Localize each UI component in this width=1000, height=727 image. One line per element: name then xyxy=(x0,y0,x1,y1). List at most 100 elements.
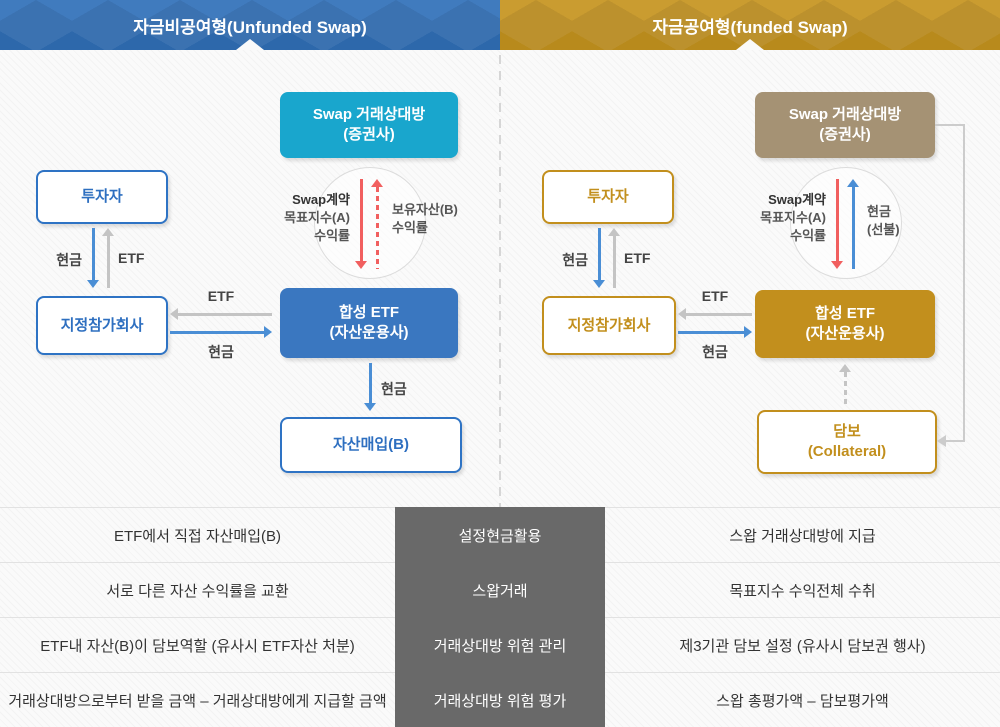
arrow-head xyxy=(87,280,99,288)
left-investor-etf-arrow xyxy=(102,228,114,288)
arrow-shaft xyxy=(597,228,601,280)
table-cell-unfunded: 서로 다른 자산 수익률을 교환 xyxy=(0,562,395,617)
right-collateral-line1: 담보 xyxy=(833,423,861,440)
table-cell-category: 스왑거래 xyxy=(395,562,605,617)
left-investor-box: 투자자 xyxy=(36,170,168,224)
left-swap-counterparty-line1: Swap 거래상대방 xyxy=(312,106,426,123)
right-etf-to-ap-arrow xyxy=(678,308,752,320)
right-prepaid-note-line2: (선불) xyxy=(867,222,900,237)
left-horizontal-etf-label: ETF xyxy=(207,288,235,304)
left-synthetic-etf-line2: (자산운용사) xyxy=(329,324,409,341)
arrow-shaft xyxy=(686,312,752,316)
arrow-head xyxy=(744,326,752,338)
arrow-head xyxy=(593,280,605,288)
left-authorized-participant-box: 지정참가회사 xyxy=(36,296,168,355)
connector-bottom-segment xyxy=(945,440,965,442)
right-investor-box: 투자자 xyxy=(542,170,674,224)
center-dashed-divider xyxy=(499,55,501,507)
left-swap-cycle-circle xyxy=(314,167,426,279)
table-cell-funded: 제3기관 담보 설정 (유사시 담보권 행사) xyxy=(605,617,1000,672)
right-cash-to-etf-arrow xyxy=(678,326,752,338)
header-unfunded-swap: 자금비공여형(Unfunded Swap) xyxy=(0,0,500,50)
table-cell-funded: 목표지수 수익전체 수취 xyxy=(605,562,1000,617)
table-cell-funded: 스왑 총평가액 – 담보평가액 xyxy=(605,672,1000,727)
left-asset-cash-label: 현금 xyxy=(381,381,407,397)
left-holding-note-line2: 수익률 xyxy=(392,220,428,235)
left-synthetic-etf-line1: 합성 ETF xyxy=(338,304,400,321)
left-holding-asset-note: 보유자산(B) 수익률 xyxy=(392,201,472,237)
header-notch-left xyxy=(236,39,264,50)
left-holding-note-line1: 보유자산(B) xyxy=(392,202,458,217)
left-swap-note-line3: 수익률 xyxy=(314,228,350,243)
table-cell-category: 거래상대방 위험 관리 xyxy=(395,617,605,672)
left-cash-to-etf-arrow xyxy=(170,326,272,338)
right-horizontal-cash-label: 현금 xyxy=(702,344,728,360)
right-prepaid-note-line1: 현금 xyxy=(867,204,891,219)
arrow-shaft xyxy=(170,330,264,334)
right-investor-cash-label: 현금 xyxy=(562,252,588,268)
left-asset-purchase-box: 자산매입(B) xyxy=(280,417,462,473)
left-horizontal-cash-label: 현금 xyxy=(208,344,234,360)
right-authorized-participant-label: 지정참가회사 xyxy=(567,316,651,334)
left-etf-to-asset-cash-arrow xyxy=(364,363,376,411)
connector-top-segment xyxy=(935,124,965,126)
right-investor-label: 투자자 xyxy=(587,188,629,205)
table-cell-category: 거래상대방 위험 평가 xyxy=(395,672,605,727)
table-cell-category: 설정현금활용 xyxy=(395,507,605,562)
arrow-shaft xyxy=(843,372,847,408)
arrow-shaft xyxy=(178,312,272,316)
arrow-head xyxy=(264,326,272,338)
arrow-shaft xyxy=(851,187,855,269)
right-swap-counterparty-line1: Swap 거래상대방 xyxy=(788,106,902,123)
right-investor-etf-arrow xyxy=(608,228,620,288)
header-funded-swap: 자금공여형(funded Swap) xyxy=(500,0,1000,50)
comparison-table: ETF에서 직접 자산매입(B) 설정현금활용 스왑 거래상대방에 지급 서로 … xyxy=(0,507,1000,727)
right-swap-cycle-circle xyxy=(790,167,902,279)
header-notch-right xyxy=(736,39,764,50)
arrow-head xyxy=(102,228,114,236)
right-investor-cash-arrow xyxy=(593,228,605,288)
right-collateral-box: 담보 (Collateral) xyxy=(757,410,937,474)
arrow-head xyxy=(831,261,843,269)
right-swap-note-line3: 수익률 xyxy=(790,228,826,243)
left-investor-etf-label: ETF xyxy=(118,250,145,266)
table-cell-unfunded: ETF에서 직접 자산매입(B) xyxy=(0,507,395,562)
arrow-head xyxy=(608,228,620,236)
arrow-head xyxy=(364,403,376,411)
right-prepaid-cash-arrow xyxy=(847,179,859,269)
table-cell-unfunded: ETF내 자산(B)이 담보역할 (유사시 ETF자산 처분) xyxy=(0,617,395,672)
table-cell-funded: 스왑 거래상대방에 지급 xyxy=(605,507,1000,562)
connector-vertical-segment xyxy=(963,124,965,442)
right-collateral-to-etf-dashed-arrow xyxy=(839,364,851,408)
right-swap-note-line2: 목표지수(A) xyxy=(760,210,826,225)
table-cell-unfunded: 거래상대방으로부터 받을 금액 – 거래상대방에게 지급할 금액 xyxy=(0,672,395,727)
arrow-shaft xyxy=(612,236,616,288)
arrow-shaft xyxy=(678,330,744,334)
right-prepaid-cash-note: 현금 (선불) xyxy=(867,203,937,239)
left-target-index-return-arrow xyxy=(355,179,367,269)
right-swap-contract-note: Swap계약 목표지수(A) 수익률 xyxy=(742,191,826,245)
right-authorized-participant-box: 지정참가회사 xyxy=(542,296,676,355)
left-swap-counterparty-box: Swap 거래상대방 (증권사) xyxy=(280,92,458,158)
right-target-index-return-arrow xyxy=(831,179,843,269)
left-investor-cash-label: 현금 xyxy=(56,252,82,268)
left-investor-label: 투자자 xyxy=(81,188,123,205)
arrow-head xyxy=(839,364,851,372)
right-investor-etf-label: ETF xyxy=(624,250,651,266)
arrow-head xyxy=(371,179,383,187)
right-synthetic-etf-box: 합성 ETF (자산운용사) xyxy=(755,290,935,358)
header-funded-swap-label: 자금공여형(funded Swap) xyxy=(652,17,848,37)
arrow-shaft xyxy=(359,179,363,261)
left-swap-note-line2: 목표지수(A) xyxy=(284,210,350,225)
right-synthetic-etf-line2: (자산운용사) xyxy=(805,325,885,342)
arrow-shaft xyxy=(375,187,379,269)
left-etf-to-ap-arrow xyxy=(170,308,272,320)
arrow-head xyxy=(355,261,367,269)
arrow-shaft xyxy=(368,363,372,403)
arrow-shaft xyxy=(106,236,110,288)
connector-arrow-head xyxy=(937,435,946,447)
right-swap-counterparty-line2: (증권사) xyxy=(819,126,871,143)
left-swap-counterparty-line2: (증권사) xyxy=(343,126,395,143)
right-swap-note-line1: Swap계약 xyxy=(768,192,826,207)
